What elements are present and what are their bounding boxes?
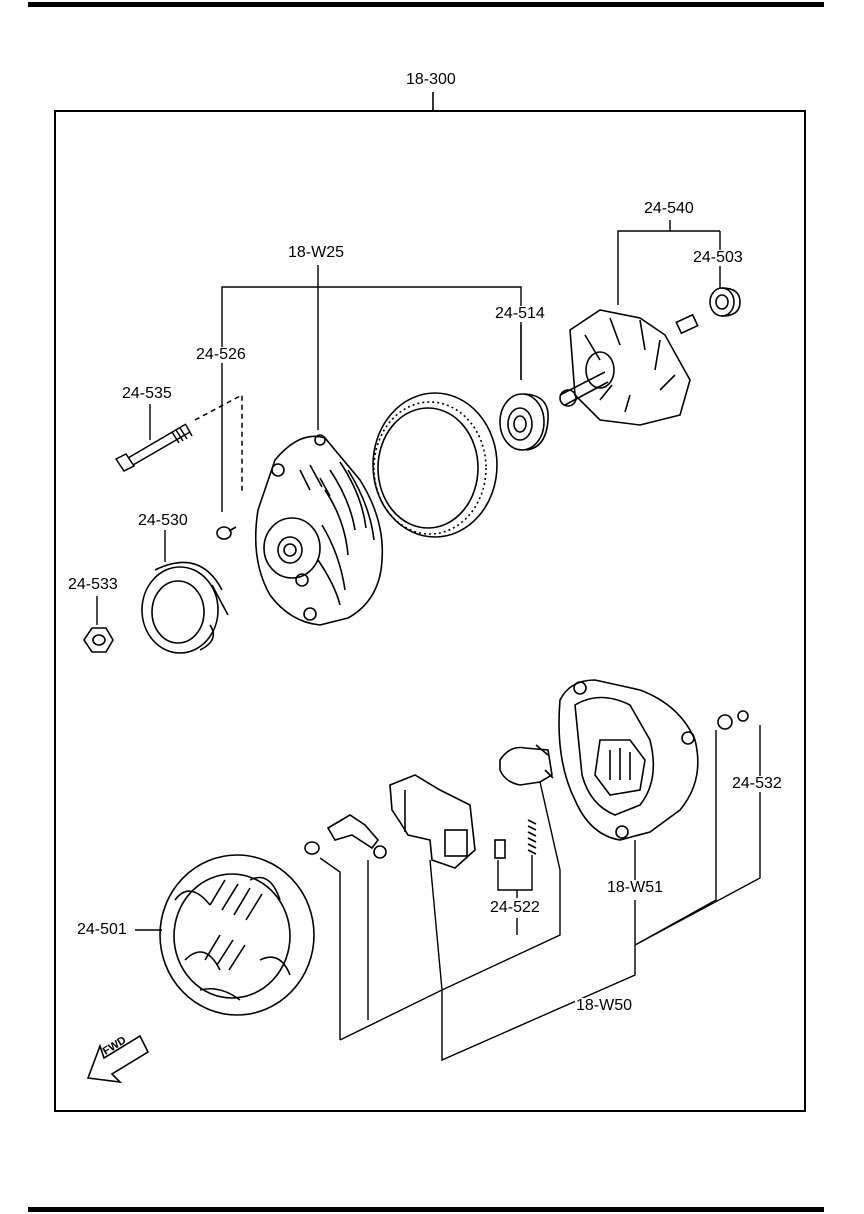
label-24-540: 24-540 [643, 200, 695, 217]
bottom-rule [28, 1207, 824, 1212]
label-18-W25: 18-W25 [287, 244, 346, 261]
label-24-522: 24-522 [489, 899, 541, 916]
label-24-514: 24-514 [494, 305, 546, 322]
rear-housing-18-W51 [558, 679, 699, 841]
label-18-300: 18-300 [405, 71, 457, 88]
label-24-535: 24-535 [121, 385, 173, 402]
washer-24-532 [717, 710, 749, 730]
assembly-frame [54, 110, 806, 1112]
regulator-part [389, 774, 476, 869]
label-24-501: 24-501 [76, 921, 128, 938]
bearing-24-514 [499, 393, 549, 451]
label-24-503: 24-503 [692, 249, 744, 266]
brush-part [494, 819, 537, 859]
stator-ring [372, 392, 498, 538]
label-24-532: 24-532 [731, 775, 783, 792]
pulley-24-530 [141, 561, 229, 654]
leader-lines-top [96, 220, 721, 625]
brush-holder-part [499, 744, 554, 786]
leader-lines-bottom [319, 725, 761, 1062]
fwd-arrow-icon [86, 1034, 150, 1084]
stator-24-501 [159, 854, 315, 1016]
label-24-533: 24-533 [67, 576, 119, 593]
screw-24-526 [216, 526, 237, 540]
nut-24-533 [83, 627, 114, 653]
rotor-24-540 [559, 309, 699, 426]
bolt-24-535 [114, 393, 243, 493]
label-18-W51: 18-W51 [606, 879, 665, 896]
label-24-530: 24-530 [137, 512, 189, 529]
front-housing-18-W25 [254, 434, 384, 626]
label-24-526: 24-526 [195, 346, 247, 363]
clip-part [304, 814, 387, 859]
bearing-24-503 [709, 287, 741, 317]
top-rule [28, 2, 824, 7]
label-18-W50: 18-W50 [575, 997, 634, 1014]
